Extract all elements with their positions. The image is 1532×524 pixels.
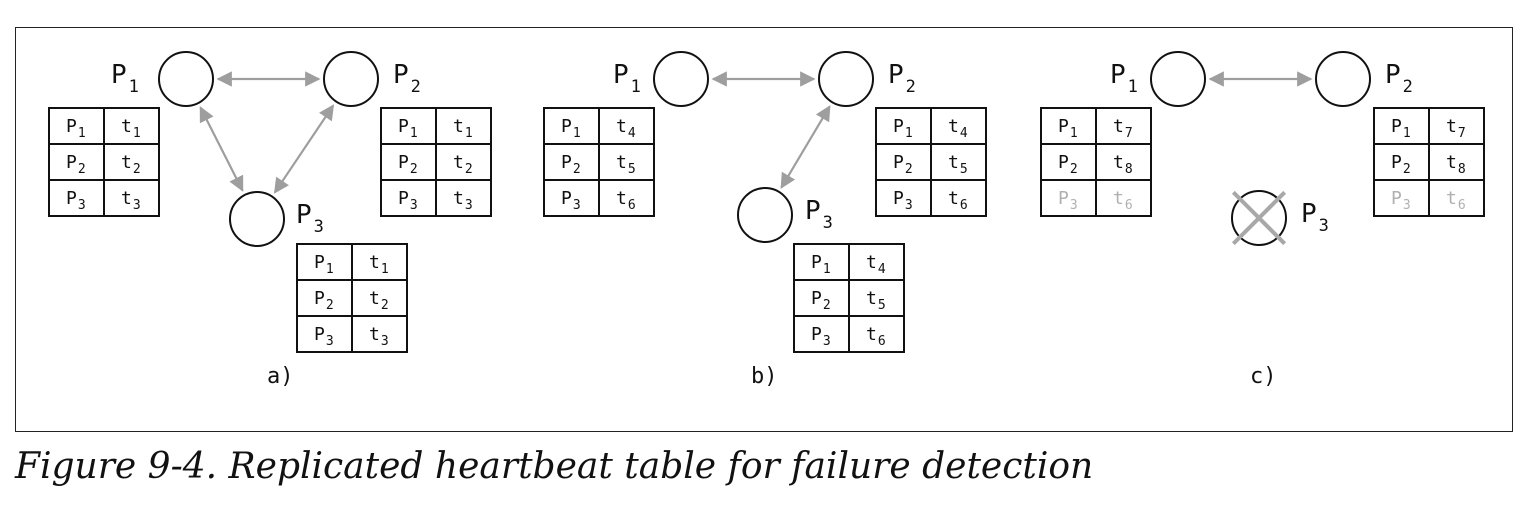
table-timestamp-subscript: 5 bbox=[628, 162, 636, 177]
table-process-subscript: 3 bbox=[823, 334, 831, 349]
table-timestamp-subscript: 4 bbox=[628, 126, 636, 141]
table-process-subscript: 2 bbox=[905, 162, 913, 177]
process-label-subscript: 1 bbox=[1128, 77, 1138, 97]
table-timestamp-subscript: 6 bbox=[1458, 198, 1466, 213]
process-label-subscript: 1 bbox=[129, 77, 139, 97]
process-label-subscript: 2 bbox=[906, 77, 916, 97]
process-label-subscript: 2 bbox=[1403, 77, 1413, 97]
table-timestamp-subscript: 6 bbox=[878, 334, 886, 349]
table-process-subscript: 3 bbox=[573, 198, 581, 213]
process-node bbox=[323, 51, 379, 107]
table-timestamp-subscript: 5 bbox=[960, 162, 968, 177]
table-timestamp-subscript: 5 bbox=[878, 298, 886, 313]
table-process-subscript: 3 bbox=[1070, 198, 1078, 213]
table-timestamp-subscript: 3 bbox=[133, 198, 141, 213]
table-process-subscript: 1 bbox=[326, 262, 334, 277]
table-process-subscript: 3 bbox=[78, 198, 86, 213]
panel-label: c) bbox=[1250, 364, 1277, 389]
table-timestamp-subscript: 3 bbox=[381, 334, 389, 349]
process-label-subscript: 2 bbox=[411, 77, 421, 97]
panel-label: a) bbox=[267, 364, 294, 389]
table-timestamp-subscript: 1 bbox=[381, 262, 389, 277]
table-process-subscript: 1 bbox=[410, 126, 418, 141]
table-process-subscript: 1 bbox=[78, 126, 86, 141]
process-node bbox=[158, 51, 214, 107]
table-process-subscript: 1 bbox=[823, 262, 831, 277]
process-node bbox=[1315, 51, 1371, 107]
table-timestamp-subscript: 6 bbox=[628, 198, 636, 213]
table-process-subscript: 2 bbox=[573, 162, 581, 177]
table-timestamp-subscript: 1 bbox=[465, 126, 473, 141]
table-process-subscript: 1 bbox=[573, 126, 581, 141]
table-process-subscript: 2 bbox=[326, 298, 334, 313]
table-timestamp-subscript: 4 bbox=[960, 126, 968, 141]
table-process-subscript: 2 bbox=[410, 162, 418, 177]
table-process-subscript: 1 bbox=[1070, 126, 1078, 141]
table-timestamp-subscript: 6 bbox=[1125, 198, 1133, 213]
process-node bbox=[229, 191, 285, 247]
table-process-subscript: 2 bbox=[1070, 162, 1078, 177]
heartbeat-link bbox=[199, 106, 244, 192]
table-timestamp-subscript: 8 bbox=[1458, 162, 1466, 177]
failure-cross-line bbox=[1231, 190, 1287, 246]
table-timestamp-subscript: 2 bbox=[381, 298, 389, 313]
table-timestamp-subscript: 4 bbox=[878, 262, 886, 277]
process-label-subscript: 3 bbox=[823, 213, 833, 233]
table-process-subscript: 3 bbox=[905, 198, 913, 213]
panel-label: b) bbox=[751, 364, 778, 389]
table-timestamp-subscript: 7 bbox=[1125, 126, 1133, 141]
table-process-subscript: 2 bbox=[78, 162, 86, 177]
table-process-subscript: 3 bbox=[326, 334, 334, 349]
heartbeat-link bbox=[273, 104, 335, 194]
process-label-subscript: 3 bbox=[1319, 216, 1329, 236]
table-process-subscript: 2 bbox=[1403, 162, 1411, 177]
table-timestamp-subscript: 7 bbox=[1458, 126, 1466, 141]
process-node bbox=[818, 51, 874, 107]
table-timestamp-subscript: 2 bbox=[465, 162, 473, 177]
table-process-subscript: 3 bbox=[1403, 198, 1411, 213]
process-node bbox=[653, 51, 709, 107]
process-label-subscript: 1 bbox=[631, 77, 641, 97]
table-timestamp-subscript: 8 bbox=[1125, 162, 1133, 177]
table-timestamp-subscript: 2 bbox=[133, 162, 141, 177]
process-node bbox=[1150, 51, 1206, 107]
table-process-subscript: 1 bbox=[905, 126, 913, 141]
table-timestamp-subscript: 1 bbox=[133, 126, 141, 141]
table-process-subscript: 1 bbox=[1403, 126, 1411, 141]
table-timestamp-subscript: 6 bbox=[960, 198, 968, 213]
process-node bbox=[737, 187, 793, 243]
table-timestamp-subscript: 3 bbox=[465, 198, 473, 213]
table-process-subscript: 2 bbox=[823, 298, 831, 313]
figure-caption: Figure 9-4. Replicated heartbeat table f… bbox=[15, 446, 1094, 487]
table-process-subscript: 3 bbox=[410, 198, 418, 213]
heartbeat-link bbox=[780, 105, 831, 189]
process-label-subscript: 3 bbox=[314, 217, 324, 237]
